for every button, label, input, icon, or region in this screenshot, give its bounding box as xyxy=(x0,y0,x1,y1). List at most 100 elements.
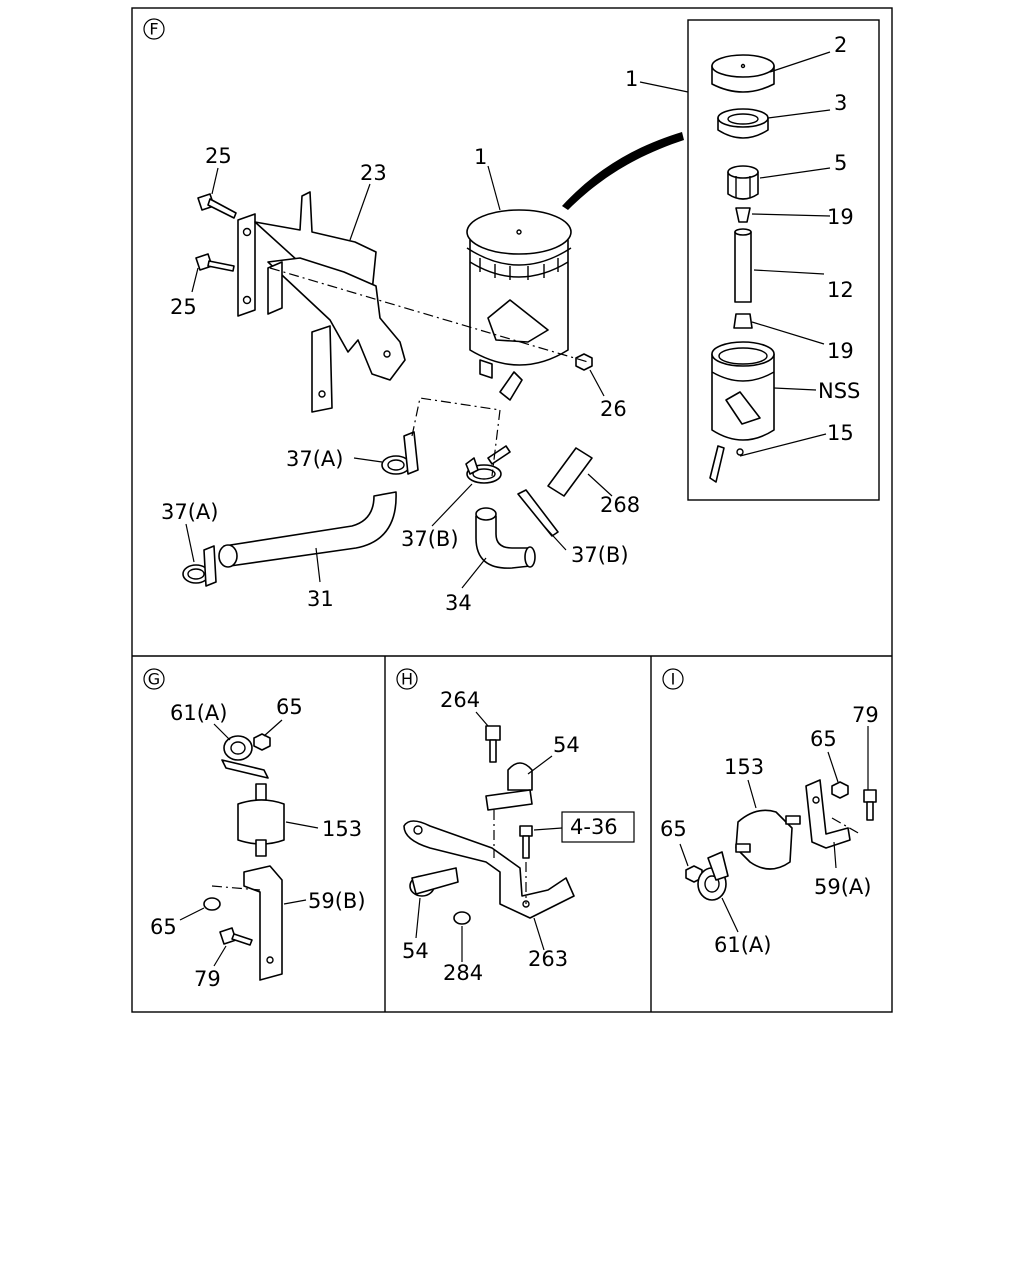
panel-i: I xyxy=(660,668,879,957)
callout-54-upper: 54 xyxy=(553,733,580,757)
callout-268: 268 xyxy=(600,493,640,517)
mount-part-153 xyxy=(237,783,285,857)
alignment-line-hose-upper xyxy=(411,397,501,437)
clip-part-54-lower xyxy=(409,867,459,897)
panel-g-marker: G xyxy=(143,668,165,690)
outer-frame xyxy=(131,7,893,1013)
callout-284: 284 xyxy=(443,961,483,985)
panel-h-marker: H xyxy=(396,668,418,690)
clamp-part-37b xyxy=(465,445,511,484)
bracket-part-59b xyxy=(243,865,283,981)
svg-text:H: H xyxy=(401,670,413,689)
callout-59a: 59(A) xyxy=(814,875,871,899)
reservoir-part-1 xyxy=(466,209,572,401)
alignment-line-hose-lower xyxy=(491,409,501,477)
alignment-line-i xyxy=(831,817,861,835)
bracket-part-23 xyxy=(237,191,406,413)
callout-61a: 61(A) xyxy=(714,933,771,957)
nut-part-26 xyxy=(575,353,593,371)
clamp-part-37a-lower xyxy=(182,545,217,587)
callout-37b-right: 37(B) xyxy=(571,543,629,567)
nut-part-284 xyxy=(453,911,471,925)
callout-19-upper: 19 xyxy=(827,205,854,229)
callout-37a-lower: 37(A) xyxy=(161,500,218,524)
bolt-part-25-lower xyxy=(195,253,235,272)
callout-79: 79 xyxy=(852,703,879,727)
panel-i-marker: I xyxy=(662,668,684,690)
reference-label: 4-36 xyxy=(570,815,618,839)
bolt-part-79 xyxy=(863,789,877,821)
callouts-g: 61(A) 65 153 59(B) 65 79 xyxy=(150,695,366,991)
svg-text:F: F xyxy=(149,20,158,39)
panel-g: G xyxy=(143,668,366,991)
clip-part-61a xyxy=(221,735,269,779)
svg-text:I: I xyxy=(671,670,676,689)
bushing-part-19-lower xyxy=(733,313,753,329)
strainer-part-5 xyxy=(727,165,759,200)
callout-25-upper: 25 xyxy=(205,144,232,168)
bolt-ref-4-36 xyxy=(519,825,533,859)
hose-part-34 xyxy=(475,507,536,569)
callout-23: 23 xyxy=(360,161,387,185)
bracket-part-59a xyxy=(805,779,851,849)
callout-1: 1 xyxy=(474,145,487,169)
seal-part-3 xyxy=(717,108,769,139)
callout-nss: NSS xyxy=(818,379,860,403)
exploded-view-box xyxy=(687,19,880,501)
callout-54-lower: 54 xyxy=(402,939,429,963)
callout-25-lower: 25 xyxy=(170,295,197,319)
callout-65-upper: 65 xyxy=(276,695,303,719)
bolt-part-264 xyxy=(485,725,501,763)
callout-65-upper: 65 xyxy=(810,727,837,751)
nut-part-65-lower xyxy=(203,897,221,911)
callouts-i: 79 65 153 65 59(A) 61(A) xyxy=(660,703,879,957)
leader-lines-f xyxy=(185,51,831,589)
clamp-part-37a-upper xyxy=(381,431,419,475)
callouts-h: 264 54 54 284 263 xyxy=(402,688,580,985)
nut-part-65-upper xyxy=(831,781,849,799)
callout-153: 153 xyxy=(322,817,362,841)
callout-65-lower: 65 xyxy=(660,817,687,841)
leader-lines-g xyxy=(179,719,319,967)
callout-15: 15 xyxy=(827,421,854,445)
callout-31: 31 xyxy=(307,587,334,611)
callout-2: 2 xyxy=(834,33,847,57)
cap-part-2 xyxy=(711,54,775,93)
ref-box-4-36: 4-36 xyxy=(561,811,635,843)
callout-34: 34 xyxy=(445,591,472,615)
panel-f-marker: F xyxy=(143,18,165,40)
callout-12: 12 xyxy=(827,278,854,302)
exploded-view-pointer xyxy=(562,132,684,210)
clip-part-61a xyxy=(697,851,729,901)
callout-5: 5 xyxy=(834,151,847,175)
callout-263: 263 xyxy=(528,947,568,971)
tube-part-12 xyxy=(734,228,752,303)
callout-153: 153 xyxy=(724,755,764,779)
mount-part-153 xyxy=(735,809,801,870)
alignment-line-bolt-nut xyxy=(269,267,589,363)
callout-59b: 59(B) xyxy=(308,889,366,913)
callout-37a-upper: 37(A) xyxy=(286,447,343,471)
callout-79: 79 xyxy=(194,967,221,991)
callout-26: 26 xyxy=(600,397,627,421)
leader-lines-i xyxy=(679,726,869,933)
callout-3: 3 xyxy=(834,91,847,115)
alignment-line-g xyxy=(211,885,261,891)
bolt-part-25-upper xyxy=(197,193,237,219)
svg-text:G: G xyxy=(148,670,160,689)
bracket-part-15 xyxy=(709,445,744,483)
bushing-part-19-upper xyxy=(735,207,751,223)
leader-lines-h xyxy=(415,711,563,962)
callouts-f: 1 1 2 3 5 19 12 19 NSS 15 25 25 23 26 37… xyxy=(161,33,860,615)
callout-19-lower: 19 xyxy=(827,339,854,363)
bracket-part-263 xyxy=(403,820,575,919)
callout-264: 264 xyxy=(440,688,480,712)
reservoir-body-nss xyxy=(711,341,775,441)
bolt-part-79 xyxy=(219,927,253,946)
hose-part-31 xyxy=(218,491,397,568)
panel-h: H xyxy=(396,668,635,985)
callout-61a: 61(A) xyxy=(170,701,227,725)
callout-37b-left: 37(B) xyxy=(401,527,459,551)
clamp-screw-part-37b xyxy=(517,489,559,537)
